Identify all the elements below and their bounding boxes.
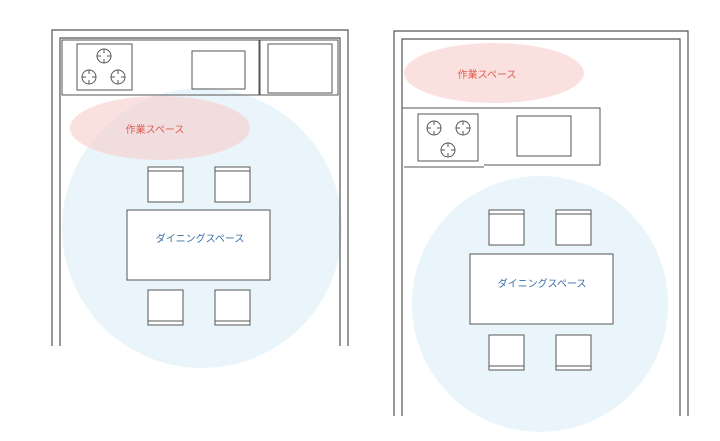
plan-a-walls xyxy=(51,29,349,346)
plan-a-stove xyxy=(76,43,133,91)
plan-b-chair xyxy=(555,209,592,246)
plan-a-dining-label: ダイニングスペース xyxy=(156,232,245,245)
plan-a-chair xyxy=(147,289,184,326)
plan-a-burner-icon xyxy=(81,48,126,85)
plan-a: 作業スペース ダイニングスペース xyxy=(51,29,349,368)
plan-a-dining-table xyxy=(126,209,271,281)
plan-a-fridge-space xyxy=(259,39,339,96)
plan-a-kitchen-counter xyxy=(61,39,260,96)
plan-a-chair xyxy=(214,166,251,203)
plan-b-stove xyxy=(417,113,479,162)
plan-b-work-zone xyxy=(404,43,584,103)
plan-b: 作業スペース ダイニングスペース xyxy=(393,30,689,432)
plan-a-work-zone xyxy=(70,96,250,160)
plan-b-dining-table xyxy=(469,253,614,325)
plan-b-peninsula-counter xyxy=(402,107,601,166)
plan-b-work-label: 作業スペース xyxy=(458,68,517,81)
plan-b-sink xyxy=(516,115,572,157)
plan-b-walls xyxy=(393,30,689,416)
plan-b-chair xyxy=(555,334,592,371)
plan-b-dining-label: ダイニングスペース xyxy=(498,277,587,290)
plan-a-sink xyxy=(191,50,246,90)
plan-a-chair xyxy=(214,289,251,326)
plan-b-chair xyxy=(488,209,525,246)
plan-a-fridge xyxy=(267,43,333,94)
plan-a-work-label: 作業スペース xyxy=(126,123,185,136)
plan-b-burner-icon xyxy=(426,120,471,158)
plan-b-chair xyxy=(488,334,525,371)
plan-a-chair xyxy=(147,166,184,203)
